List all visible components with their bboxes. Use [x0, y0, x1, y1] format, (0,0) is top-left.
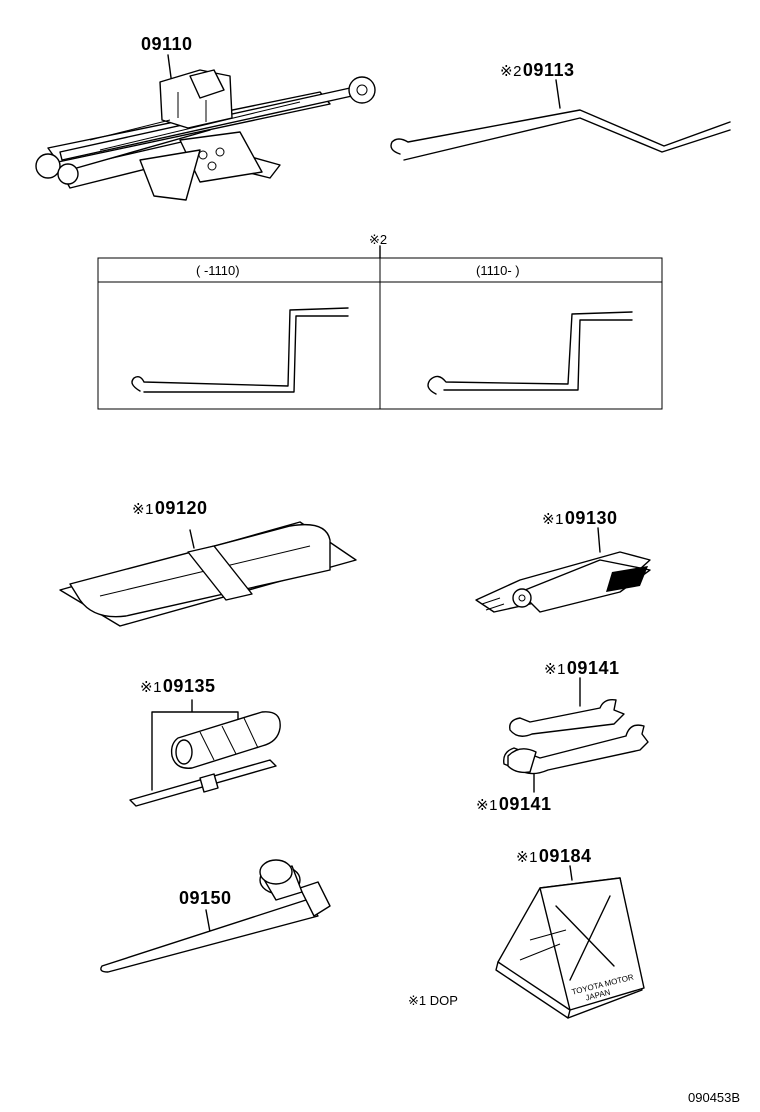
- part-label-screwdriver: ※109135: [140, 676, 216, 696]
- part-number: 09130: [564, 508, 618, 528]
- part-number: 09113: [522, 60, 575, 80]
- variant-right-header: (1110- ): [476, 263, 520, 278]
- part-label-wrench-lower: ※109141: [476, 794, 552, 814]
- variant-left-header: ( -1110): [196, 263, 240, 278]
- part-number: 09141: [566, 658, 620, 678]
- wheel-chock-icon: [495, 865, 645, 1019]
- part-number: 09150: [179, 888, 232, 908]
- part-label-lug-wrench: 09150: [178, 888, 232, 909]
- diagram-code: 090453B: [688, 1090, 741, 1105]
- tool-bag-icon: [59, 521, 357, 627]
- part-label-jack-handle: ※209113: [500, 60, 575, 80]
- pliers-icon: [475, 527, 651, 613]
- lug-wrench-icon: [100, 859, 331, 973]
- part-number: 09135: [162, 676, 216, 696]
- part-label-wrench-upper: ※109141: [544, 658, 620, 678]
- wrench-pair-icon: [503, 677, 649, 793]
- variant-table: [97, 245, 663, 410]
- part-label-pliers: ※109130: [542, 508, 618, 528]
- dop-note: ※1 DOP: [408, 993, 458, 1008]
- scissor-jack-icon: [35, 54, 376, 201]
- part-number: 09120: [154, 498, 208, 518]
- part-label-jack: 09110: [140, 34, 193, 55]
- part-number: 09184: [538, 846, 592, 866]
- screwdriver-icon: [129, 699, 281, 807]
- part-number: 09141: [498, 794, 552, 814]
- variant-table-marker: ※2: [369, 232, 388, 247]
- part-label-wheel-chock: ※109184: [516, 846, 592, 866]
- jack-handle-icon: [390, 79, 731, 161]
- part-number: 09110: [141, 34, 193, 54]
- part-label-tool-bag: ※109120: [132, 498, 208, 518]
